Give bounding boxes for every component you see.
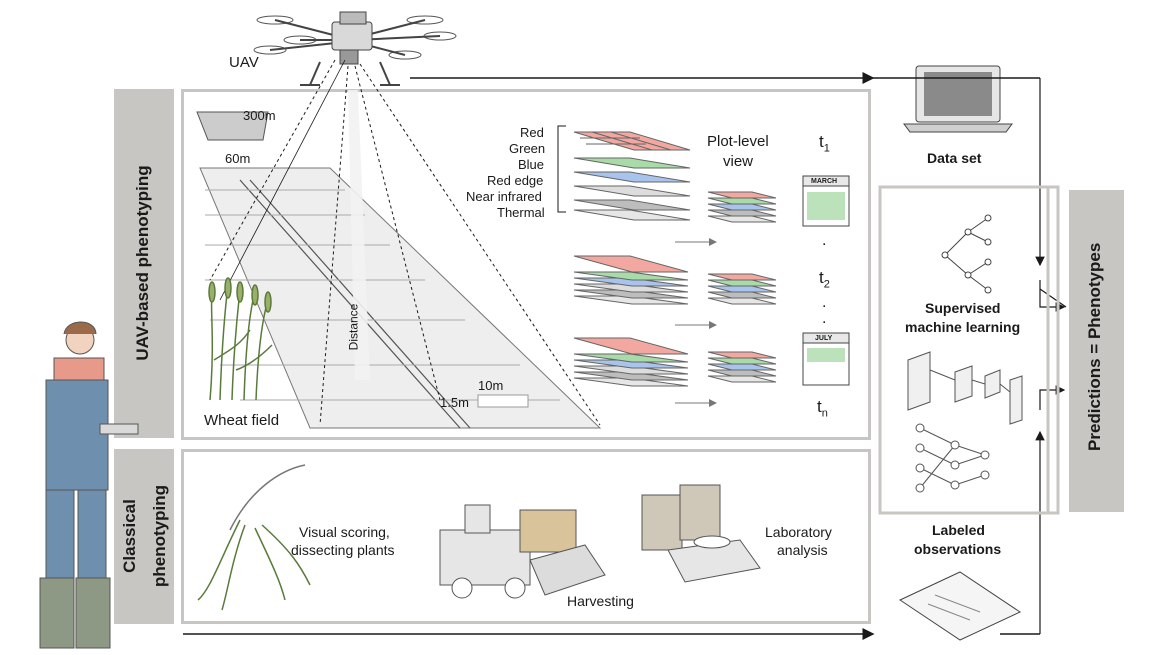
sml-label-line1: Supervised: [925, 300, 1001, 316]
time-t2: t2: [819, 268, 830, 290]
plot-level-label-line1: Plot-level: [707, 133, 769, 150]
drone-icon: [253, 11, 457, 86]
time-t1-letter: t: [819, 132, 824, 151]
time-dot-3: .: [822, 310, 827, 327]
harvester-icon: [439, 504, 606, 599]
calendar-july-icon: [802, 332, 850, 386]
image-stack-t2: [573, 255, 689, 305]
farmer-person-icon: [39, 321, 139, 649]
laboratory-analysis-line2: analysis: [777, 542, 828, 558]
cnn-icon: [907, 351, 1023, 425]
band-red-edge: Red edge: [487, 173, 544, 188]
image-stack-tn: [573, 337, 689, 387]
plot-level-label-line2: view: [723, 153, 754, 170]
wheat-field-label: Wheat field: [204, 412, 280, 429]
field-strip: [196, 111, 602, 429]
plot-stack-tn: [707, 351, 777, 383]
uav-section-label-box: [114, 89, 174, 438]
visual-scoring-line2: dissecting plants: [291, 542, 395, 558]
time-tn-letter: t: [817, 397, 822, 416]
laptop-icon: [903, 65, 1013, 133]
distance-label: Distance: [346, 303, 361, 351]
time-dot-1: .: [822, 232, 827, 249]
data-set-label: Data set: [927, 150, 982, 166]
time-tn-sub: n: [821, 407, 828, 420]
labeled-observations-line1: Labeled: [932, 522, 985, 538]
dimension-300m: 300m: [243, 108, 276, 123]
time-t1: t1: [819, 132, 830, 154]
harvesting-label: Harvesting: [567, 593, 634, 609]
time-t2-sub: 2: [823, 278, 830, 291]
camera-view-lines: [209, 59, 601, 426]
time-t1-sub: 1: [823, 142, 830, 155]
predictions-box: [1069, 190, 1124, 512]
dimension-10m: 10m: [478, 378, 504, 393]
uav-label: UAV: [229, 54, 259, 71]
neural-network-icon: [915, 423, 990, 493]
dimension-1-5m: 1.5m: [440, 395, 469, 410]
calendar-march-icon: [802, 175, 850, 227]
band-blue: Blue: [518, 157, 545, 172]
time-t2-letter: t: [819, 268, 824, 287]
lab-scale-icon: [641, 484, 761, 583]
plot-stack-t2: [707, 273, 777, 305]
decision-tree-icon: [941, 214, 992, 294]
classical-panel: [181, 449, 871, 624]
plot-stack-t1: [707, 191, 777, 223]
image-stack-t1: [573, 131, 691, 221]
hand-plants-icon: [197, 464, 311, 611]
calendar-july-label: JULY: [815, 335, 833, 342]
sml-label-line2: machine learning: [905, 319, 1021, 335]
dimension-60m: 60m: [225, 151, 251, 166]
band-red: Red: [520, 125, 544, 140]
calendar-march-label: MARCH: [811, 178, 838, 185]
labeled-observations-line2: observations: [914, 541, 1002, 557]
classical-section-label-box: [114, 449, 174, 624]
clipboard-icon: [898, 571, 1022, 641]
wheat-plants-icon: [208, 277, 273, 401]
band-near-infrared: Near infrared: [466, 189, 542, 204]
time-dot-2: .: [822, 294, 827, 311]
time-tn: tn: [817, 397, 828, 419]
laboratory-analysis-line1: Laboratory: [765, 524, 832, 540]
band-thermal: Thermal: [497, 205, 545, 220]
band-green: Green: [509, 141, 546, 156]
uav-panel: [181, 89, 871, 440]
visual-scoring-line1: Visual scoring,: [299, 524, 390, 540]
